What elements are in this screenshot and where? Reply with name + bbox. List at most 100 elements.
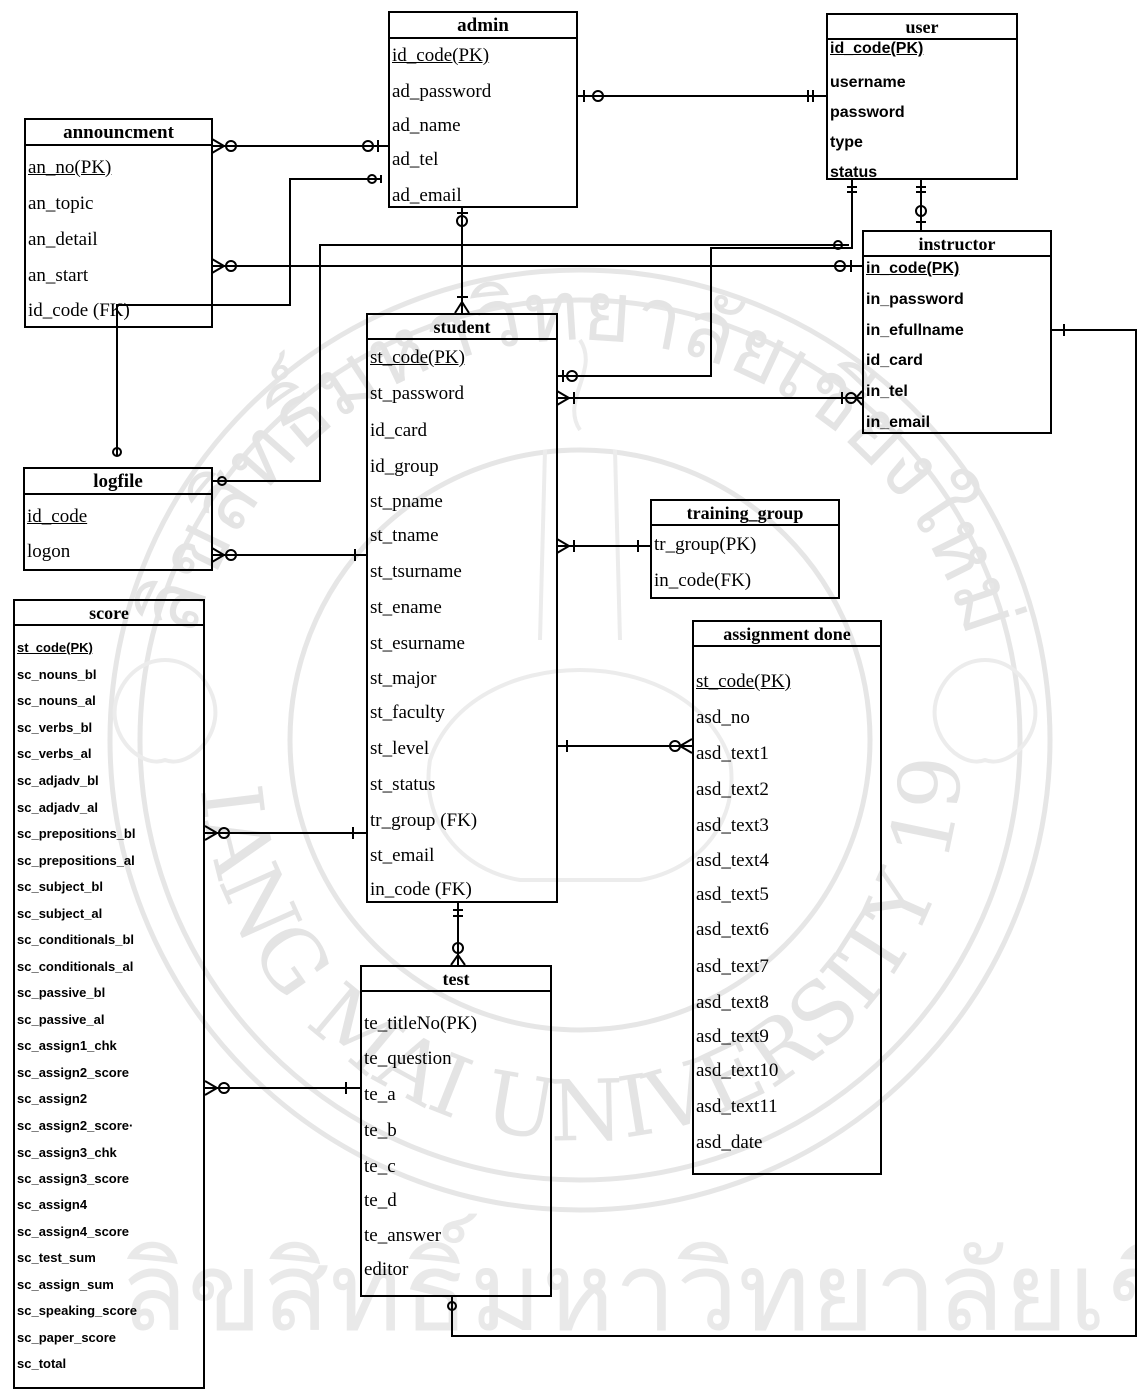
attribute: asd_text11 <box>696 1096 778 1117</box>
entity-logfile: logfile id_code logon <box>23 467 213 571</box>
rel-score-student-upper <box>204 825 366 841</box>
entity-title: announcment <box>26 120 211 146</box>
attribute: sc_conditionals_bl <box>17 932 135 947</box>
attribute: sc_prepositions_al <box>17 853 135 868</box>
attribute: in_tel <box>866 383 908 400</box>
attribute: asd_text10 <box>696 1060 779 1081</box>
attribute: sc_adjadv_al <box>17 800 98 815</box>
rel-user-student <box>557 180 857 382</box>
attribute: sc_nouns_bl <box>17 667 97 682</box>
attribute: asd_text6 <box>696 919 769 940</box>
entity-user: user id_code(PK) username password type … <box>826 13 1018 181</box>
rel-logfile-user <box>212 240 849 486</box>
rel-user-instructor <box>915 180 927 230</box>
rel-student-assignment <box>557 738 693 754</box>
attribute: st_esurname <box>370 633 465 654</box>
entity-student: student st_code(PK) st_password id_card … <box>366 313 558 903</box>
attribute: st_code(PK) <box>370 347 465 368</box>
entity-title: assignment done <box>694 622 880 647</box>
attribute: st_tsurname <box>370 561 462 582</box>
rel-score-test <box>204 1080 360 1096</box>
attribute: sc_assign1_chk <box>17 1038 117 1053</box>
entity-test: test te_titleNo(PK) te_question te_a te_… <box>360 965 552 1297</box>
attribute: asd_no <box>696 707 750 728</box>
attribute: asd_text9 <box>696 1026 769 1047</box>
attribute: ad_password <box>392 81 492 102</box>
attribute: sc_adjadv_bl <box>17 773 99 788</box>
attribute: username <box>830 74 906 91</box>
attribute: sc_nouns_al <box>17 693 96 708</box>
attribute: sc_assign4 <box>17 1197 88 1212</box>
attribute: id_card <box>370 420 427 441</box>
attribute: asd_text1 <box>696 743 769 764</box>
attribute: logon <box>27 541 71 562</box>
attribute: id_code(PK) <box>392 45 490 66</box>
attribute: st_ename <box>370 597 442 618</box>
attribute: sc_verbs_bl <box>17 720 93 735</box>
attribute: asd_text8 <box>696 992 769 1013</box>
entity-instructor: instructor in_code(PK) in_password in_ef… <box>862 230 1052 434</box>
entity-training-group: training_group tr_group(PK) in_code(FK) <box>650 499 840 599</box>
attribute: an_topic <box>28 193 94 214</box>
rel-student-training-group <box>556 538 650 554</box>
attribute: ad_name <box>392 115 461 136</box>
attribute: sc_assign_sum <box>17 1277 114 1292</box>
entity-title: student <box>368 315 556 340</box>
entity-title: instructor <box>864 232 1050 257</box>
attribute: asd_text7 <box>696 956 769 977</box>
attribute: sc_test_sum <box>17 1250 96 1265</box>
entity-score: score st_code(PK) sc_nouns_bl sc_nouns_a… <box>13 599 205 1389</box>
entity-title: user <box>828 15 1016 40</box>
attribute: st_status <box>370 774 436 795</box>
attribute: asd_text4 <box>696 850 769 871</box>
attribute: te_answer <box>364 1225 442 1246</box>
attribute: status <box>830 164 878 181</box>
attribute: asd_text3 <box>696 815 769 836</box>
attribute: in_password <box>866 291 964 308</box>
attribute: in_code(PK) <box>866 260 960 277</box>
attribute: asd_date <box>696 1132 763 1153</box>
attribute: st_tname <box>370 525 439 546</box>
attribute: id_code (FK) <box>28 300 130 321</box>
attribute: sc_passive_al <box>17 1012 105 1027</box>
attribute: st_email <box>370 845 435 866</box>
attribute: st_password <box>370 383 464 404</box>
rel-announcment-admin <box>211 138 388 154</box>
attribute: sc_passive_bl <box>17 985 106 1000</box>
attribute: sc_prepositions_bl <box>17 826 136 841</box>
attribute: an_no(PK) <box>28 157 112 178</box>
attribute: sc_speaking_score <box>17 1303 137 1318</box>
attribute: sc_paper_score <box>17 1330 117 1345</box>
attribute: te_b <box>364 1120 397 1141</box>
attribute: id_code <box>27 506 88 527</box>
attribute: sc_total <box>17 1356 67 1371</box>
attribute: st_pname <box>370 491 443 512</box>
attribute: sc_subject_al <box>17 906 103 921</box>
attribute: asd_text2 <box>696 779 769 800</box>
attribute: editor <box>364 1259 409 1280</box>
attribute: tr_group (FK) <box>370 810 478 831</box>
entity-title: logfile <box>25 469 211 495</box>
attribute: an_detail <box>28 229 98 250</box>
entity-title: admin <box>390 13 576 39</box>
attribute: type <box>830 134 863 151</box>
attribute: st_major <box>370 668 437 689</box>
attribute: st_level <box>370 738 430 759</box>
attribute: password <box>830 104 905 121</box>
attribute: te_question <box>364 1048 452 1069</box>
attribute: sc_verbs_al <box>17 746 92 761</box>
attribute: te_c <box>364 1156 396 1177</box>
attribute: in_efullname <box>866 322 964 339</box>
attribute: sc_assign2_score· <box>17 1118 134 1133</box>
attribute: an_start <box>28 265 89 286</box>
attribute: in_code(FK) <box>654 570 752 591</box>
rel-announcment-instructor <box>211 258 862 274</box>
attribute: sc_subject_bl <box>17 879 103 894</box>
attribute: id_group <box>370 456 439 477</box>
attribute: sc_conditionals_al <box>17 959 134 974</box>
rel-admin-student <box>454 207 470 314</box>
attribute: id_code(PK) <box>830 40 924 57</box>
rel-student-instructor <box>556 390 863 406</box>
attribute: st_faculty <box>370 702 445 723</box>
